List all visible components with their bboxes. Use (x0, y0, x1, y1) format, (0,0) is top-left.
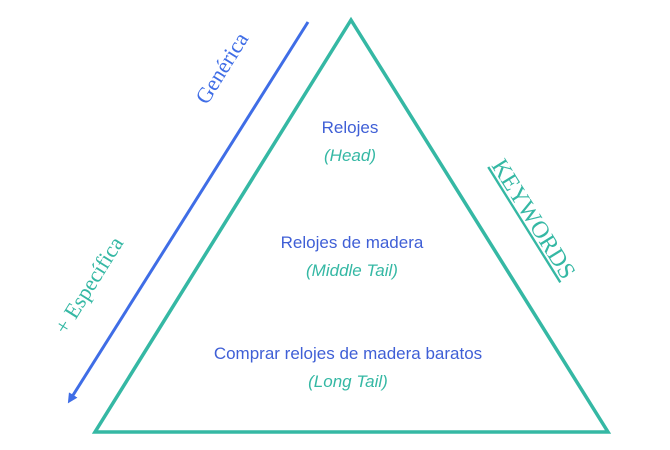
generica-label: Genérica (190, 28, 253, 109)
pyramid-triangle (91, 16, 612, 434)
level-head-sublabel: (Head) (324, 146, 376, 165)
specificity-arrow (67, 21, 310, 404)
level-long-sublabel: (Long Tail) (308, 372, 388, 391)
level-middle-sublabel: (Middle Tail) (306, 261, 398, 280)
especifica-label: + Específica (49, 232, 128, 338)
level-long-name: Comprar relojes de madera baratos (214, 344, 482, 363)
level-middle-name: Relojes de madera (281, 233, 424, 252)
level-head-name: Relojes (322, 118, 379, 137)
keywords-label: KEYWORDS (486, 155, 580, 284)
